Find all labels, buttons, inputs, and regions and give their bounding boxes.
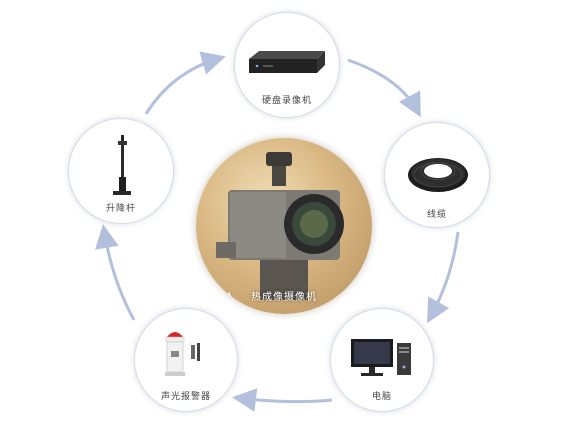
node-label: 升降杆 — [105, 204, 136, 214]
cable-coil-icon — [408, 158, 468, 192]
node-label: 硬盘录像机 — [261, 96, 312, 106]
arrow-bottom-right-to-bottom-left — [232, 388, 333, 412]
thermal-camera-icon — [216, 152, 344, 300]
node-nvr: 硬盘录像机 — [234, 12, 340, 118]
node-label: 声光报警器 — [160, 392, 211, 402]
nvr-box-icon — [249, 51, 325, 73]
node-siren-alarm: 声光报警器 — [134, 308, 238, 412]
node-label: 电脑 — [371, 392, 392, 402]
center-label: 热成像摄像机 — [251, 292, 317, 303]
desktop-computer-icon — [351, 339, 411, 376]
siren-alarm-icon — [165, 332, 200, 376]
lift-pole-icon — [113, 135, 131, 195]
arrow-right-to-bottom-right — [427, 231, 460, 324]
center-camera-photo: ▲ 热成像摄像机 — [196, 138, 372, 314]
arrow-bottom-left-to-left — [94, 224, 136, 321]
center-badge: ▲ — [226, 290, 233, 299]
node-cable: 线缆 — [384, 122, 490, 228]
arrow-left-to-top — [144, 51, 226, 115]
node-lift-pole: 升降杆 — [68, 118, 174, 224]
node-label: 线缆 — [426, 210, 447, 220]
arrow-top-to-right — [347, 58, 421, 118]
node-computer: 电脑 — [330, 308, 434, 412]
